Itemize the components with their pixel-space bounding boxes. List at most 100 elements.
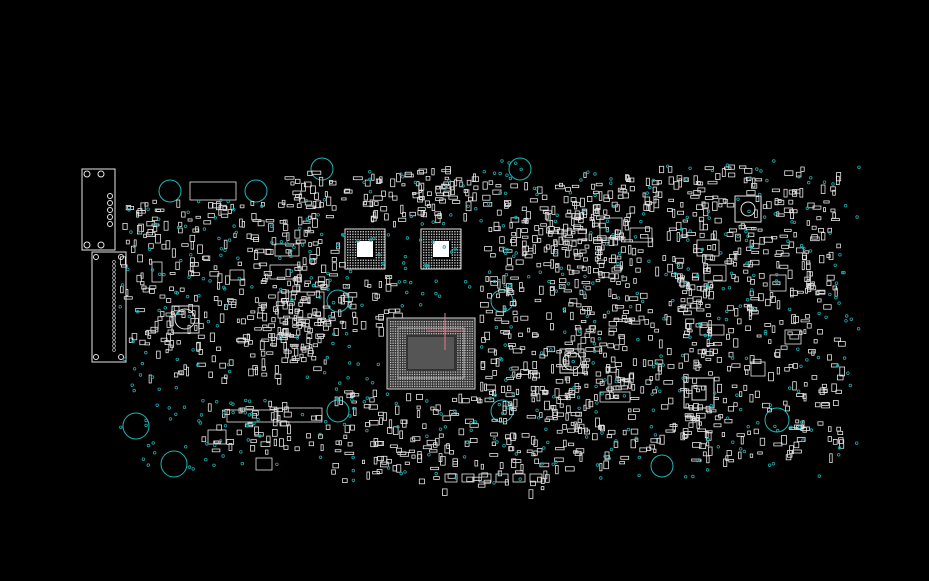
component-outline [286, 204, 294, 208]
bga-ball [430, 233, 433, 236]
component-outline [454, 179, 458, 187]
component-outline [539, 285, 544, 295]
component-outline [510, 238, 516, 243]
bga-ball [438, 385, 440, 388]
bga-ball [418, 371, 421, 373]
component-outline [666, 316, 672, 326]
component-outline [555, 379, 564, 384]
bga-ball [459, 361, 461, 364]
component-outline [149, 285, 157, 289]
test-via [765, 178, 769, 183]
component-outline [425, 175, 431, 181]
component-outline [154, 320, 159, 330]
memory-chip-right[interactable] [420, 228, 462, 270]
bga-ball [464, 337, 466, 340]
test-via [438, 427, 443, 431]
component-outline [776, 261, 780, 269]
component-outline [532, 332, 538, 338]
bga-ball [347, 244, 349, 246]
component-outline [297, 310, 304, 318]
component-outline [636, 257, 642, 263]
bga-ball [421, 376, 423, 378]
component-outline [527, 327, 531, 333]
bga-ball [462, 359, 464, 361]
component-outline [561, 247, 568, 250]
bga-ball [365, 231, 367, 233]
test-via [318, 455, 323, 459]
component-outline [631, 383, 636, 391]
bga-ball [454, 267, 456, 269]
component-outline [488, 226, 493, 232]
bga-ball [397, 385, 399, 388]
test-via [237, 276, 241, 281]
test-via [653, 433, 658, 437]
component-outline [686, 297, 694, 304]
component-outline [315, 333, 324, 339]
bga-ball [409, 371, 411, 373]
test-via [335, 243, 340, 247]
bga-ball [462, 366, 464, 368]
test-via [843, 203, 848, 208]
component-outline [781, 244, 790, 249]
bga-ball [433, 333, 435, 335]
test-via [593, 319, 597, 324]
component-outline [281, 199, 286, 206]
bga-ball [454, 249, 456, 251]
component-outline [192, 228, 200, 233]
component-outline [739, 391, 743, 397]
component-outline [242, 334, 251, 340]
bga-ball [399, 381, 401, 383]
bga-ball [392, 383, 394, 385]
left-edge-connector-top[interactable] [81, 168, 116, 251]
test-via [405, 236, 410, 240]
component-outline [813, 339, 818, 344]
test-via [500, 159, 504, 163]
component-outline [565, 412, 569, 421]
bga-ball [447, 376, 449, 378]
test-via [187, 314, 191, 319]
component-outline [590, 213, 595, 221]
memory-chip-left[interactable] [344, 228, 386, 270]
bga-ball [428, 267, 430, 269]
bga-ball [357, 262, 359, 264]
component-outline [656, 180, 662, 185]
test-via [427, 453, 431, 457]
component-outline [343, 296, 353, 303]
component-outline [416, 410, 421, 418]
bga-ball [428, 249, 430, 251]
test-via [370, 381, 375, 385]
bga-ball [459, 337, 461, 340]
bga-ball [392, 369, 394, 371]
component-outline [584, 244, 590, 249]
component-outline [563, 223, 569, 232]
test-via [503, 251, 508, 255]
test-via [836, 364, 840, 368]
component-outline [715, 172, 721, 180]
test-via [279, 240, 284, 244]
bga-ball [347, 241, 349, 243]
component-outline [568, 388, 573, 393]
component-outline [743, 269, 749, 274]
bga-ball [446, 238, 448, 241]
inductor-left[interactable] [171, 305, 200, 334]
component-outline [519, 346, 526, 350]
test-via [441, 221, 446, 226]
component-outline [615, 369, 620, 378]
top-right-ic[interactable] [734, 195, 762, 223]
component-outline [581, 364, 589, 369]
connector-pin [112, 280, 116, 284]
component-outline [769, 292, 774, 299]
component-outline [399, 430, 403, 439]
component-outline [691, 341, 697, 346]
bga-ball [414, 328, 416, 330]
component-outline [574, 385, 581, 390]
bga-ball [428, 262, 430, 264]
bga-ball [414, 373, 416, 376]
ic-outline [750, 361, 766, 377]
test-via [132, 367, 137, 371]
test-via [479, 219, 483, 223]
bga-ball [451, 249, 454, 251]
test-via [706, 437, 710, 442]
bga-ball [462, 340, 464, 342]
